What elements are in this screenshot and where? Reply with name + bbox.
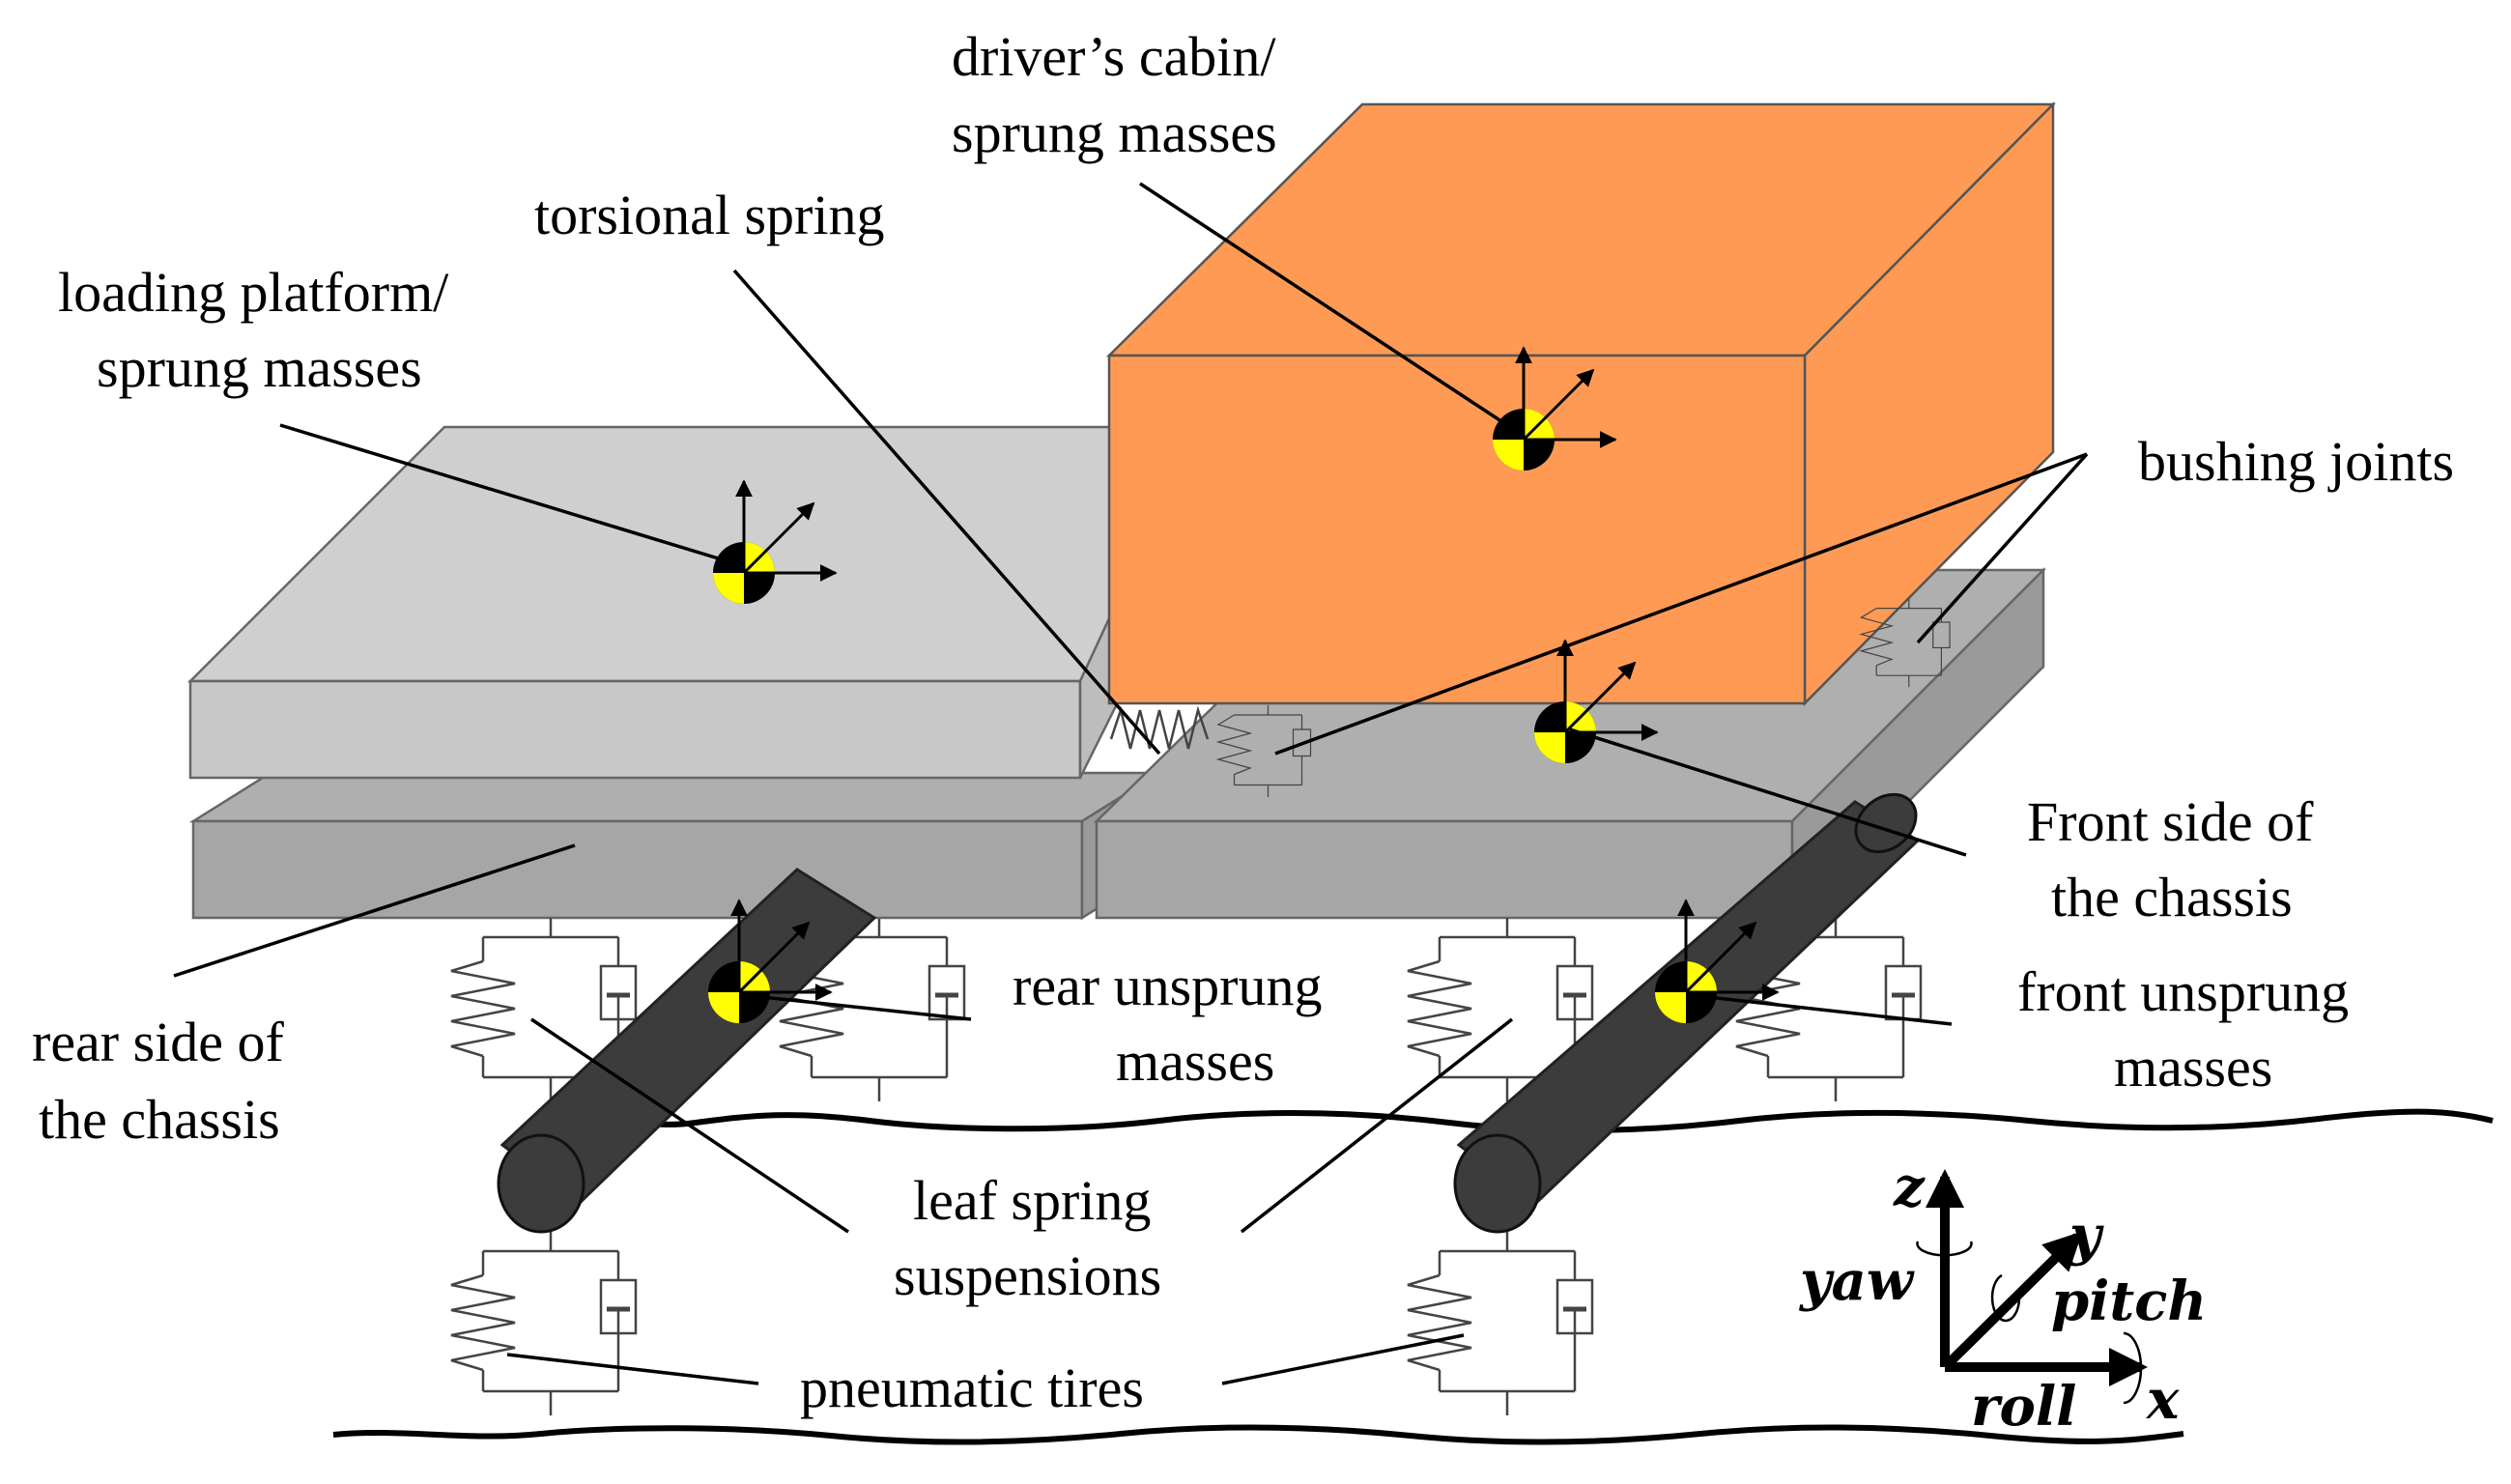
leader-tires-front (1221, 1333, 1465, 1385)
leader-torsional (732, 269, 1161, 756)
label-pneumatic-tires: pneumatic tires (800, 1356, 1144, 1419)
rear-axle (497, 868, 877, 1234)
label-leaf-line2: suspensions (894, 1244, 1161, 1307)
label-leaf-line1: leaf spring (913, 1169, 1151, 1232)
label-front-chassis-line1: Front side of (2027, 790, 2314, 853)
label-cabin-line2: sprung masses (952, 101, 1277, 164)
label-front-chassis-line2: the chassis (2051, 866, 2293, 928)
leader-rear-unsprung (743, 993, 972, 1021)
leader-rear-chassis (173, 843, 576, 978)
leader-leaf-front (1240, 1017, 1514, 1234)
label-torsional-spring: torsional spring (534, 184, 884, 246)
ground-line-lower (332, 1424, 2184, 1445)
rear-chassis-top (188, 771, 1164, 823)
label-cabin-line1: driver’s cabin/ (952, 25, 1276, 88)
axis-label-z: z (1893, 1156, 1926, 1219)
axis-label-pitch: pitch (2051, 1270, 2207, 1333)
leader-front-unsprung (1690, 993, 1953, 1026)
label-bushing-joints: bushing joints (2138, 430, 2454, 493)
cabin-front (1107, 354, 1807, 705)
label-rear-chassis-line2: the chassis (39, 1088, 280, 1151)
label-platform-line2: sprung masses (97, 336, 422, 399)
leader-bushing-1 (1274, 452, 2088, 756)
front-chassis-front (1095, 819, 1794, 920)
axis-label-y: y (2068, 1204, 2104, 1268)
bushing-joint-center (1215, 705, 1312, 797)
label-rear-unsprung-line1: rear unsprung (1013, 955, 1323, 1017)
torsional-spring (1109, 705, 1210, 750)
leader-leaf-rear (530, 1017, 849, 1234)
front-tire-spring (1408, 1232, 1592, 1415)
leader-tires-rear (506, 1353, 759, 1385)
axis-label-x: x (2146, 1368, 2180, 1432)
coordinate-system (1916, 1169, 2148, 1405)
loading-platform-top (186, 425, 1200, 683)
axis-label-roll: roll (1971, 1375, 2076, 1439)
label-platform-line1: loading platform/ (58, 261, 449, 324)
label-front-unsprung-line1: front unsprung (2017, 960, 2349, 1023)
rear-tire-spring (451, 1232, 636, 1415)
leader-front-chassis (1569, 728, 1967, 857)
rear-chassis-front (191, 819, 1084, 920)
axis-label-yaw: yaw (1798, 1249, 1915, 1313)
label-rear-unsprung-line2: masses (1116, 1030, 1274, 1093)
label-front-unsprung-line2: masses (2114, 1036, 2272, 1099)
label-rear-chassis-line1: rear side of (32, 1011, 285, 1073)
leader-platform (279, 423, 726, 562)
leader-bushing-2 (1916, 452, 2089, 644)
loading-platform-front (188, 679, 1082, 780)
leader-cabin (1139, 182, 1508, 427)
